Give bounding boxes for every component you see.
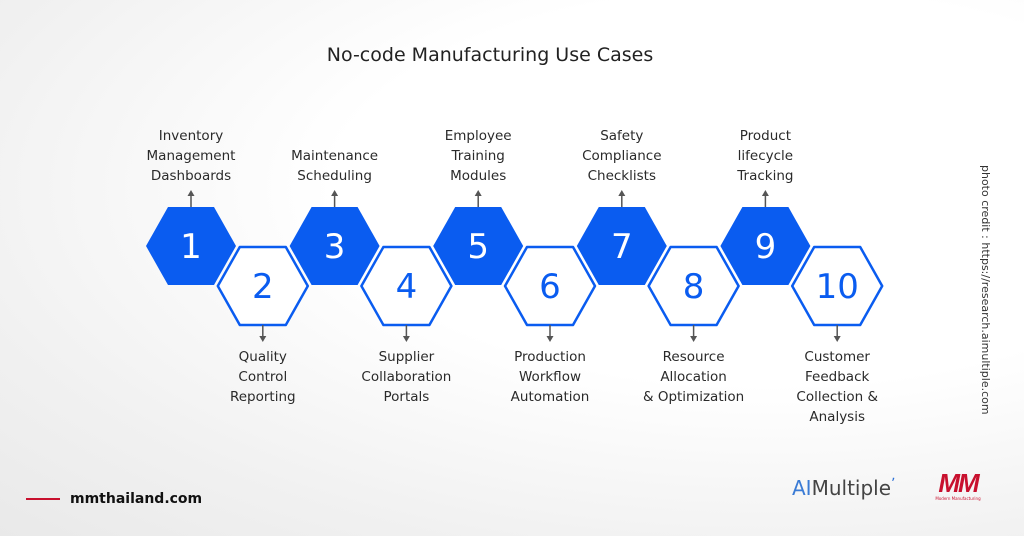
hexagon-number: 2 (252, 267, 274, 307)
hexagon-number: 4 (396, 267, 418, 307)
hexagon-number: 5 (467, 227, 489, 267)
page-title: No-code Manufacturing Use Cases (326, 44, 654, 66)
arrow-down-icon (690, 325, 698, 342)
label-line: Allocation (660, 369, 727, 385)
hexagon-outline (216, 245, 310, 327)
arrow-down-icon (402, 325, 410, 342)
arrow-down-icon (833, 325, 841, 342)
label-line: Production (514, 349, 586, 365)
hexagon-shape (289, 207, 380, 285)
hexagon-5: 5 (433, 190, 524, 285)
label-line: Employee (444, 128, 512, 144)
label-line: Control (238, 369, 288, 385)
label-line: Automation (510, 389, 590, 405)
hexagon-10: 10 (790, 245, 884, 342)
hexagon-shape (576, 207, 667, 285)
hexagon-2: 2 (216, 245, 310, 342)
label-line: Scheduling (297, 168, 372, 184)
hexagon-6: 6 (503, 245, 597, 342)
label-line: Collaboration (361, 369, 452, 385)
label-line: Collection & (796, 389, 878, 405)
arrow-up-icon (331, 190, 339, 207)
label-line: Inventory (158, 128, 224, 144)
label-line: Supplier (378, 349, 435, 365)
mm-logo-subtitle: Modern Manufacturing (935, 496, 981, 501)
hexagon-outline (360, 245, 453, 327)
label-line: Workflow (519, 369, 581, 385)
hexagon-outline (790, 245, 884, 327)
arrow-up-icon (187, 190, 195, 207)
hexagon-number: 9 (755, 227, 777, 267)
arrow-down-icon (546, 325, 554, 342)
hexagon-number: 6 (539, 267, 561, 307)
label-line: Tracking (737, 168, 794, 184)
label-line: Portals (383, 389, 430, 405)
hexagon-number: 1 (180, 227, 202, 267)
label-line: Customer (804, 349, 870, 365)
hexagon-shape (720, 207, 811, 285)
hexagon-number: 8 (683, 267, 705, 307)
arrow-up-icon (474, 190, 482, 207)
photo-credit: photo credit : https://research.aimultip… (979, 165, 992, 415)
red-line-divider (26, 498, 60, 500)
label-line: lifecycle (737, 148, 794, 164)
label-line: Resource (662, 349, 725, 365)
label-line: Product (739, 128, 792, 144)
hexagon-9: 9 (720, 190, 811, 285)
hexagon-1: 1 (146, 190, 236, 285)
label-line: & Optimization (643, 389, 745, 405)
label-line: Analysis (809, 409, 865, 425)
label-line: Checklists (587, 168, 656, 184)
hexagon-number: 3 (324, 227, 346, 267)
hexagon-8: 8 (647, 245, 740, 342)
hexagon-3: 3 (289, 190, 380, 285)
mm-logo-text: MM (938, 468, 979, 498)
label-line: Compliance (582, 148, 662, 164)
hexagon-shape (146, 207, 236, 285)
mm-logo: MM Modern Manufacturing (930, 470, 986, 501)
hexagon-shape (433, 207, 524, 285)
site-footer: mmthailand.com (26, 491, 202, 507)
hexagon-number: 10 (816, 267, 859, 307)
hexagon-number: 7 (611, 227, 633, 267)
arrow-up-icon (618, 190, 626, 207)
label-line: Training (451, 148, 505, 164)
label-line: Modules (450, 168, 507, 184)
hexagon-outline (503, 245, 597, 327)
logo-ai-text: AI (792, 476, 812, 500)
label-line: Quality (238, 349, 287, 365)
arrow-up-icon (761, 190, 769, 207)
arrow-down-icon (259, 325, 267, 342)
label-line: Management (146, 148, 236, 164)
label-line: Dashboards (150, 168, 232, 184)
logo-tick-icon: ʼ (891, 476, 896, 492)
label-line: Safety (600, 128, 644, 144)
label-line: Maintenance (291, 148, 379, 164)
aimultiple-logo: AIMultipleʼ (792, 476, 896, 500)
hexagon-4: 4 (360, 245, 453, 342)
hexagon-outline (647, 245, 740, 327)
logo-multiple-text: Multiple (811, 476, 892, 500)
label-line: Feedback (805, 369, 870, 385)
label-line: Reporting (229, 389, 296, 405)
site-name[interactable]: mmthailand.com (70, 491, 203, 507)
hexagon-7: 7 (576, 190, 667, 285)
